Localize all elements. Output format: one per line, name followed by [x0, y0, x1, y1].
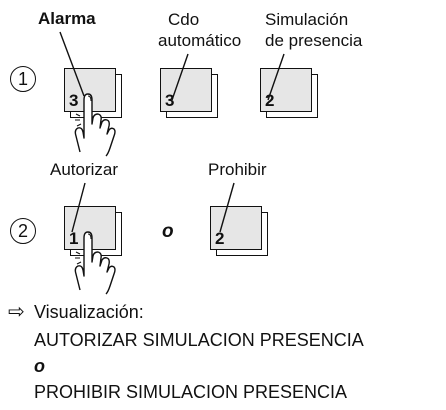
pressing-hand-icon: [74, 231, 116, 295]
auto-command-leader-line: [171, 53, 189, 101]
alarm-button-number: 3: [69, 91, 79, 110]
prohibit-leader-line: [219, 182, 235, 233]
presence-simulation-button-number: 2: [265, 91, 275, 110]
presence-simulation-label-line1: Simulación: [265, 10, 349, 29]
prohibit-button-number: 2: [215, 229, 225, 248]
display-message-prohibit: PROHIBIR SIMULACION PRESENCIA: [34, 382, 348, 402]
auto-command-label-line1: Cdo: [168, 10, 200, 29]
presence-simulation-leader-line: [267, 53, 285, 101]
prohibit-button[interactable]: 2: [210, 206, 268, 256]
auto-command-label: Cdo automático: [158, 9, 258, 51]
alarm-button[interactable]: 3: [64, 68, 122, 118]
auto-command-label-line2: automático: [158, 31, 242, 50]
step-1-marker: 1: [10, 66, 36, 92]
step-2-marker: 2: [10, 218, 36, 244]
display-label: Visualización:: [34, 302, 144, 322]
authorize-leader-line: [71, 182, 86, 233]
presence-simulation-button[interactable]: 2: [260, 68, 318, 118]
right-arrow-icon: ⇨: [8, 301, 25, 323]
display-or-connector: o: [34, 356, 45, 376]
prohibit-label: Prohibir: [208, 160, 267, 179]
authorize-button-number: 1: [69, 229, 79, 248]
alarm-label: Alarma: [38, 9, 96, 28]
display-message-authorize: AUTORIZAR SIMULACION PRESENCIA: [34, 330, 364, 350]
authorize-label: Autorizar: [50, 160, 119, 179]
alarm-leader-line: [59, 31, 85, 97]
auto-command-button-number: 3: [165, 91, 175, 110]
pressing-hand-icon: [74, 93, 116, 157]
or-connector: o: [162, 221, 174, 242]
presence-simulation-label: Simulación de presencia: [265, 9, 362, 51]
presence-simulation-label-line2: de presencia: [265, 31, 363, 50]
auto-command-button[interactable]: 3: [160, 68, 218, 118]
